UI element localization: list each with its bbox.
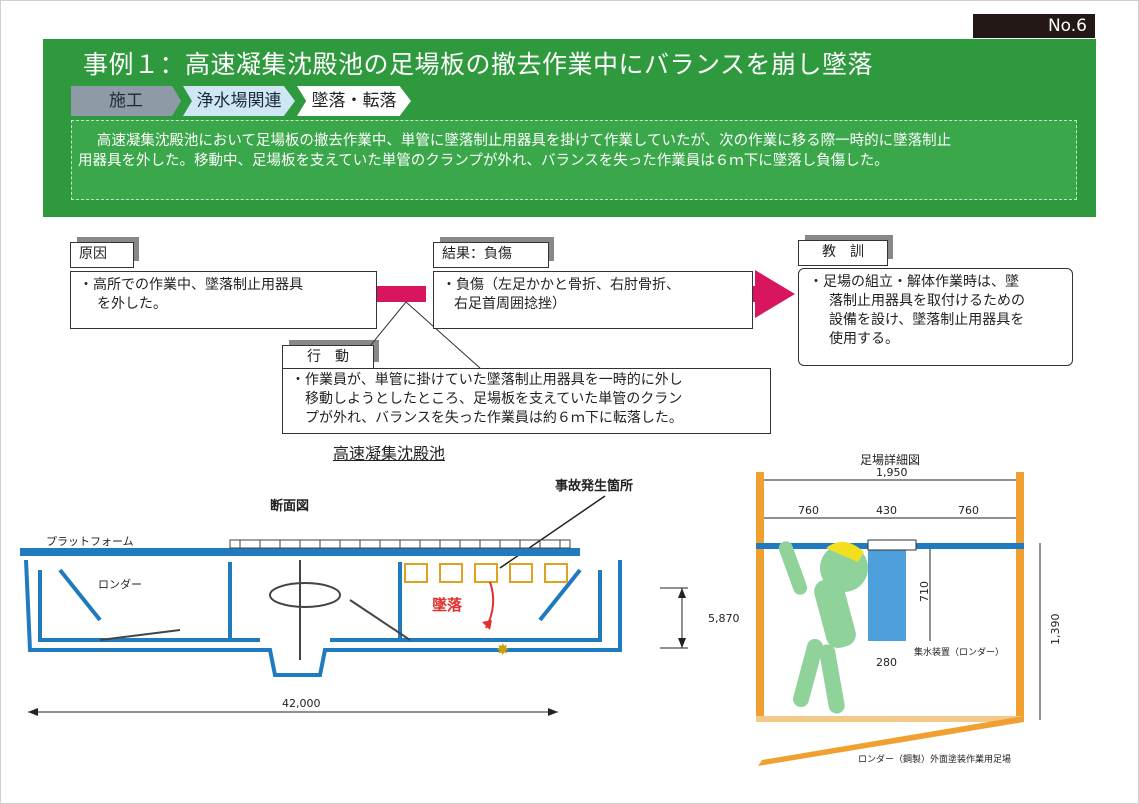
flow-arrow-icon [755, 270, 795, 318]
cause-line-1: ・高所での作業中、墜落制止用器具 [79, 277, 303, 293]
detail-width-mid: 430 [876, 504, 897, 517]
result-line-1: ・負傷（左足かかと骨折、右肘骨折、 [442, 277, 680, 293]
result-box: ・負傷（左足かかと骨折、右肘骨折、 右足首周囲捻挫） [433, 271, 753, 329]
section-width: 42,000 [282, 697, 321, 710]
cause-label: 原因 [70, 237, 139, 268]
detail-title: 足場詳細図 [860, 452, 920, 467]
detail-device-width: 280 [876, 656, 897, 669]
result-label: 結果：負傷 [433, 237, 554, 268]
scaffold-detail-diagram: 足場詳細図 1,950 760 430 760 710 280 集水装置（ロンダ… [756, 452, 1062, 766]
lesson-box: ・足場の組立・解体作業時は、墜 落制止用器具を取付けるための 設備を設け、墜落制… [798, 268, 1073, 366]
action-line-1: ・作業員が、単管に掛けていた墜落制止用器具を一時的に外し [291, 372, 683, 388]
cause-box: ・高所での作業中、墜落制止用器具 を外した。 [70, 271, 377, 329]
action-connector [370, 301, 481, 369]
launder-label: ロンダー [98, 577, 142, 591]
lesson-line-2: 落制止用器具を取付けるための [829, 293, 1025, 309]
action-line-2: 移動しようとしたところ、足場板を支えていた単管のクラン [305, 391, 683, 407]
result-line-2: 右足首周囲捻挫） [454, 296, 566, 312]
page-number-badge: No.6 [973, 14, 1095, 38]
detail-device-label: 集水装置（ロンダー） [914, 646, 1004, 658]
flow-pipe-left [376, 286, 426, 302]
diagram-title: 高速凝集沈殿池 [333, 444, 446, 463]
detail-width-left: 760 [798, 504, 819, 517]
incident-summary: 高速凝集沈殿池において足場板の撤去作業中、単管に墜落制止用器具を掛けて作業してい… [71, 120, 1077, 200]
page-title: 事例１：高速凝集沈殿池の足場板の撤去作業中にバランスを崩し墜落 [83, 50, 874, 79]
tag-water-plant: 浄水場関連 [183, 86, 295, 116]
lesson-line-4: 使用する。 [829, 331, 899, 347]
lesson-line-1: ・足場の組立・解体作業時は、墜 [809, 274, 1019, 290]
detail-total-height: 1,390 [1049, 614, 1062, 646]
detail-width-right: 760 [958, 504, 979, 517]
detail-total-width: 1,950 [876, 466, 908, 479]
summary-line-2: 用器具を外した。移動中、足場板を支えていた単管のクランプが外れ、バランスを失った… [78, 153, 889, 169]
platform-label: プラットフォーム [46, 535, 134, 548]
fall-label: 墜落 [432, 596, 463, 614]
worker-figure [778, 541, 868, 714]
section-height: 5,870 [708, 612, 740, 625]
cause-line-2: を外した。 [97, 296, 167, 312]
detail-device-height: 710 [918, 581, 931, 602]
svg-text:✸: ✸ [496, 640, 509, 659]
action-box: ・作業員が、単管に掛けていた墜落制止用器具を一時的に外し 移動しようとしたところ… [282, 368, 771, 434]
action-label: 行 動 [282, 340, 379, 369]
section-diagram: 断面図 事故発生箇所 プラットフォーム ロンダー 墜落 ✸ 42, [20, 478, 740, 716]
accident-point-label: 事故発生箇所 [555, 478, 633, 494]
lesson-line-3: 設備を設け、墜落制止用器具を [829, 312, 1025, 328]
tag-construction: 施工 [71, 86, 181, 116]
detail-scaffold-label: ロンダー（鋼製）外面塗装作業用足場 [858, 753, 1011, 765]
summary-line-1: 高速凝集沈殿池において足場板の撤去作業中、単管に墜落制止用器具を掛けて作業してい… [96, 133, 952, 149]
tag-fall: 墜落・転落 [297, 86, 411, 116]
action-line-3: プが外れ、バランスを失った作業員は約６ｍ下に転落した。 [305, 410, 683, 426]
lesson-label: 教 訓 [798, 235, 893, 266]
fall-arrow-icon [482, 620, 492, 630]
section-title: 断面図 [270, 498, 309, 514]
